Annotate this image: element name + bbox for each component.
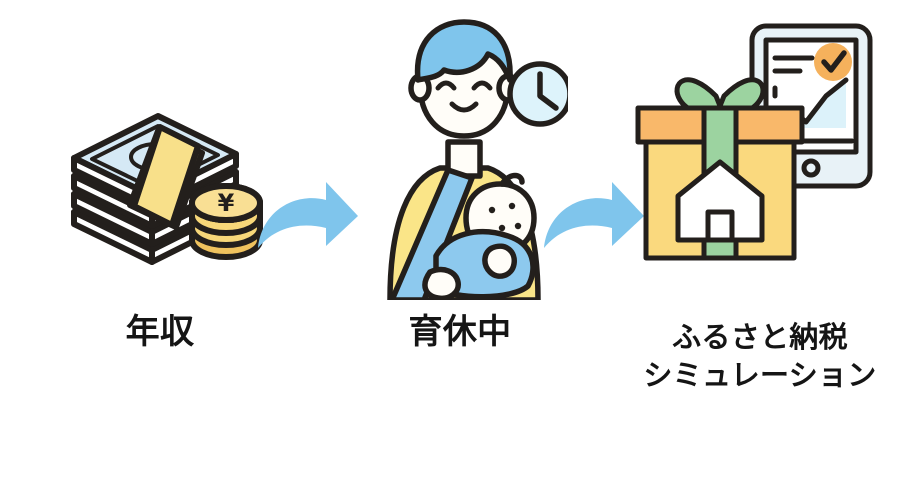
gift-and-tablet-icon [620,0,900,304]
parent-with-baby-icon [352,0,573,304]
curved-arrow-right-icon [252,176,364,260]
mouth [449,101,479,113]
step-simulation: ふるさと納税 シミュレーション [620,0,900,490]
eye-right [471,80,493,91]
clock-icon [507,61,573,127]
step-leave: 育休中 [352,0,573,490]
yen-symbol: ¥ [218,189,235,217]
step-label-simulation: ふるさと納税 シミュレーション [643,320,877,393]
curved-arrow-right-icon [538,176,650,260]
step-label-income: 年収 [125,312,195,352]
eye-left [435,80,457,91]
step-label-leave: 育休中 [408,312,512,352]
house-icon [675,159,765,243]
money-stack-icon: ¥ [40,0,280,304]
step-income: ¥ 年収 [40,0,280,490]
check-mark-icon [814,43,852,81]
